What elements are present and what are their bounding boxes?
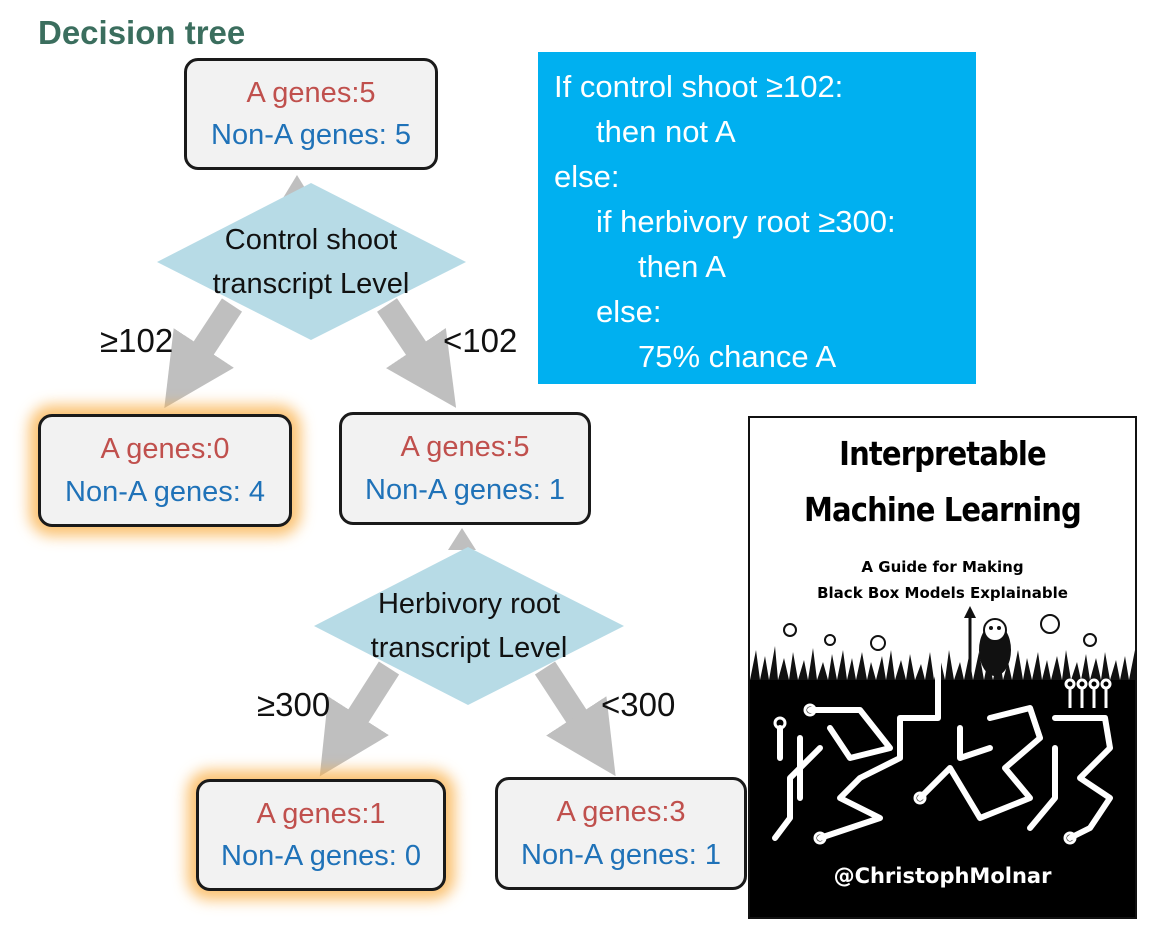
rule-line: then A — [638, 249, 726, 284]
rule-line: then not A — [596, 114, 736, 149]
page-title: Decision tree — [38, 14, 246, 51]
root-a-genes: A genes:5 — [246, 76, 376, 109]
split1-label-line1: Control shoot — [224, 224, 398, 256]
split2-label-line1: Herbivory root — [377, 588, 561, 620]
split2-label: Herbivory root transcript Level — [314, 583, 624, 670]
rules-box: If control shoot ≥102: then not A else: … — [538, 52, 976, 384]
leaf-b-node: A genes:3 Non-A genes: 1 — [495, 777, 747, 890]
split2-diamond — [314, 547, 624, 705]
leaf-a-non-a-genes: Non-A genes: 0 — [221, 840, 421, 872]
book-cover: Interpretable Machine Learning A Guide f… — [748, 416, 1137, 919]
root-node: A genes:5 Non-A genes: 5 — [184, 58, 438, 170]
book-subtitle-line1: A Guide for Making — [861, 558, 1024, 576]
book-subtitle-line2: Black Box Models Explainable — [817, 584, 1068, 602]
rule-line: If control shoot ≥102: — [554, 69, 844, 104]
root-non-a-genes: Non-A genes: 5 — [211, 119, 411, 151]
leaf-b-non-a-genes: Non-A genes: 1 — [521, 838, 721, 871]
book-author: @ChristophMolnar — [833, 864, 1052, 888]
book-illustration — [750, 606, 1135, 917]
split1-label: Control shoot transcript Level — [157, 219, 465, 306]
rule-line: else: — [596, 294, 662, 329]
mid-node: A genes:5 Non-A genes: 1 — [339, 412, 591, 525]
split1-diamond — [157, 183, 466, 340]
rule-line: if herbivory root ≥300: — [596, 204, 896, 239]
left-leaf-node: A genes:0 Non-A genes: 4 — [38, 414, 292, 527]
left-leaf-non-a-genes: Non-A genes: 4 — [65, 475, 265, 508]
connector-mid — [448, 528, 476, 550]
split1-label-line2: transcript Level — [212, 267, 410, 300]
arrow-split2-left — [319, 661, 400, 777]
leaf-a-node: A genes:1 Non-A genes: 0 — [196, 779, 446, 891]
book-title-line1: Interpretable — [839, 434, 1047, 473]
split1-right-label: <102 — [443, 322, 518, 359]
leaf-a-a-genes: A genes:1 — [256, 797, 386, 830]
book-title-line2: Machine Learning — [804, 490, 1082, 529]
leaf-b-a-genes: A genes:3 — [556, 796, 686, 829]
mid-node-non-a-genes: Non-A genes: 1 — [365, 473, 565, 506]
left-leaf-a-genes: A genes:0 — [100, 433, 230, 466]
mid-node-a-genes: A genes:5 — [400, 431, 530, 464]
split2-right-label: <300 — [601, 686, 676, 723]
split2-label-line2: transcript Level — [370, 631, 568, 664]
arrow-split1-right — [377, 298, 457, 408]
arrow-split2-right — [534, 661, 616, 777]
split1-left-label: ≥102 — [100, 322, 174, 359]
arrow-split1-left — [164, 298, 243, 409]
rule-line: 75% chance A — [638, 339, 837, 374]
rule-line: else: — [554, 159, 620, 194]
split2-left-label: ≥300 — [257, 686, 331, 723]
